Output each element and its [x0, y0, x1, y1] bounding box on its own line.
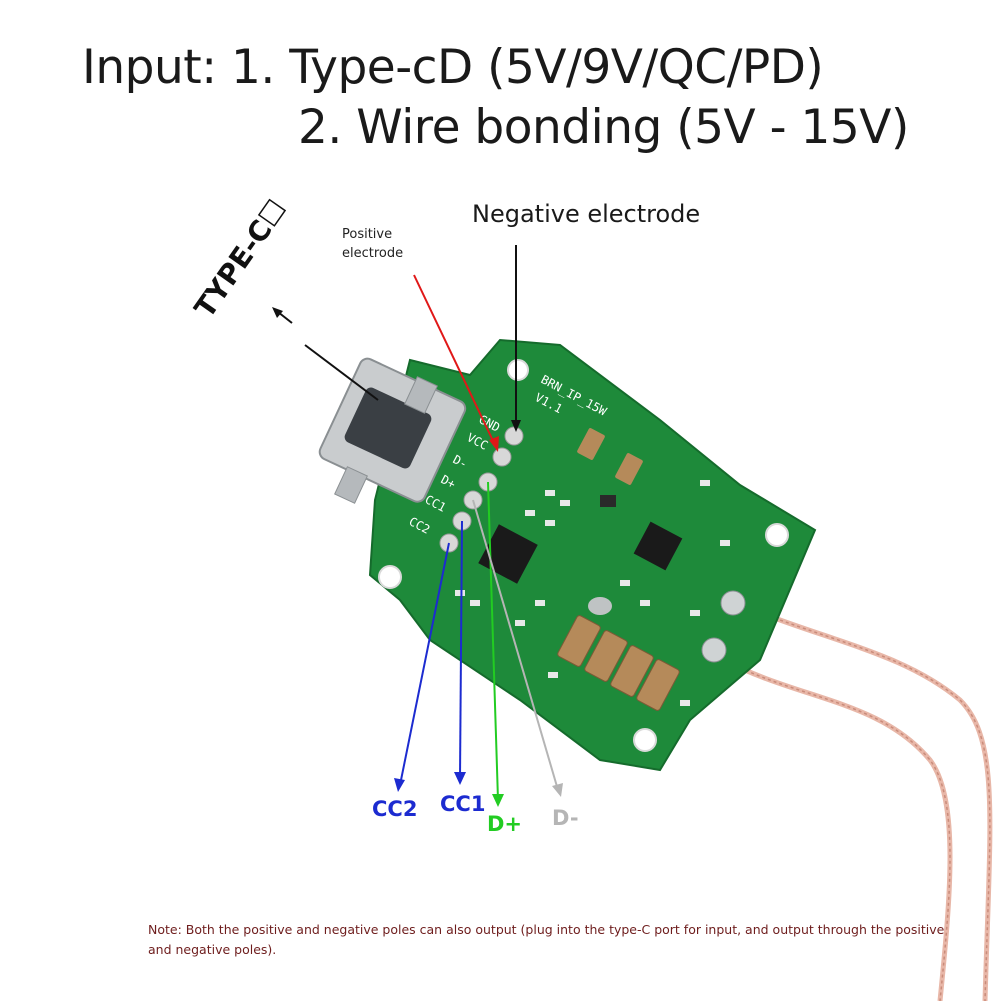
cc1-leader-line [459, 520, 463, 779]
passive-components [455, 480, 730, 706]
pcb-board: BRN_IP_15W V1.1 GND VCC D- D+ CC1 CC2 [318, 338, 817, 772]
driver-chip [633, 521, 683, 571]
usb-c-connector [318, 357, 467, 504]
cc1-label: CC1 [440, 792, 486, 816]
type-c-leader-line [304, 344, 379, 401]
dminus-label: D- [552, 806, 579, 830]
cc2-label: CC2 [372, 797, 418, 821]
coil-pad-2 [701, 637, 727, 663]
svg-text:D-: D- [451, 452, 470, 471]
cc2-leader-line [399, 542, 450, 786]
capacitors [557, 428, 680, 711]
heading-line-1: Input: 1. Type-cD (5V/9V/QC/PD) [82, 40, 824, 95]
dminus-leader-line [472, 499, 559, 791]
footnote: Note: Both the positive and negative pol… [148, 922, 945, 957]
negative-electrode-label: Negative electrode [472, 200, 701, 228]
dplus-leader-line [487, 481, 499, 801]
dplus-label: D+ [487, 812, 523, 836]
positive-leader-line [413, 274, 496, 446]
positive-electrode-label: Positive electrode [342, 227, 404, 261]
svg-text:D+: D+ [439, 472, 458, 491]
heading-line-2: 2. Wire bonding (5V - 15V) [298, 100, 909, 155]
coil-wires [722, 597, 993, 1001]
inductor [588, 597, 612, 615]
coil-pad-1 [720, 590, 746, 616]
